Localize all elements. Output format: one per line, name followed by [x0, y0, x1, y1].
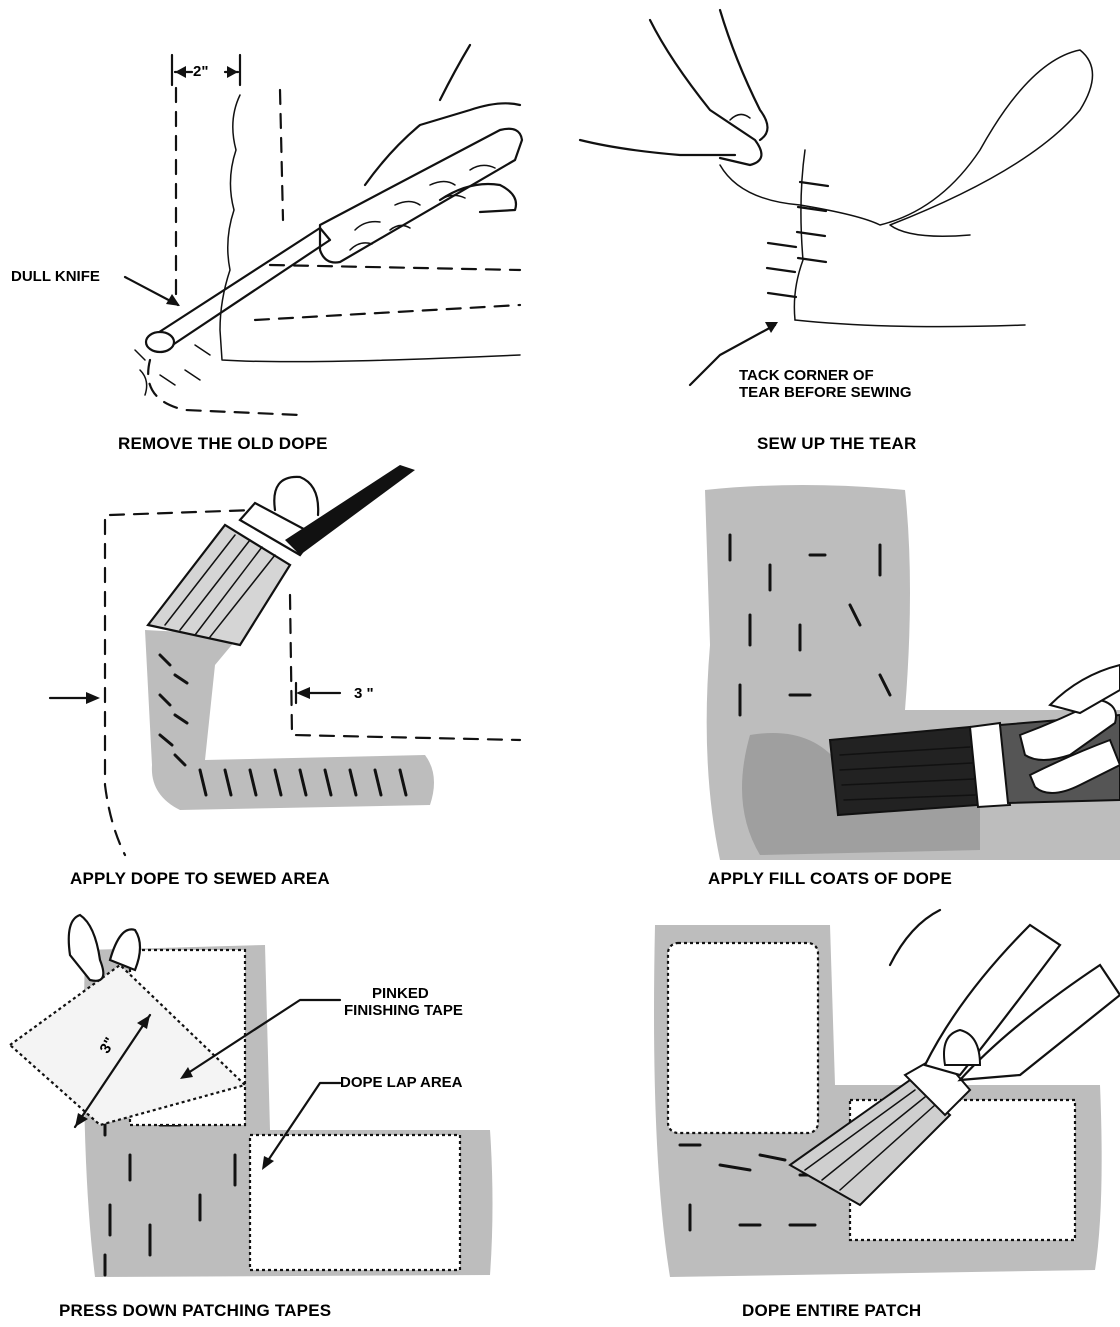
caption-apply-dope-sewed: APPLY DOPE TO SEWED AREA [70, 869, 330, 889]
caption-apply-fill-coats: APPLY FILL COATS OF DOPE [708, 869, 952, 889]
caption-press-down-tapes: PRESS DOWN PATCHING TAPES [59, 1301, 331, 1321]
dimension-label-3in: 3 " [354, 685, 374, 702]
panel-dope-entire-patch: DOPE ENTIRE PATCH [560, 905, 1120, 1327]
pinked-tape-label-1: PINKED [372, 985, 429, 1002]
panel-remove-old-dope: 2" DULL KNIFE REMOVE THE OLD DOPE [0, 0, 560, 465]
dope-lap-label: DOPE LAP AREA [340, 1074, 463, 1091]
press-tapes-illustration [0, 905, 560, 1327]
caption-remove-old-dope: REMOVE THE OLD DOPE [118, 434, 328, 454]
fill-coats-illustration [560, 465, 1120, 905]
panel-sew-up-tear: TACK CORNER OF TEAR BEFORE SEWING SEW UP… [560, 0, 1120, 465]
panel-apply-dope-sewed: 3 " APPLY DOPE TO SEWED AREA [0, 465, 560, 905]
panel-press-down-tapes: PINKED FINISHING TAPE DOPE LAP AREA 3" P… [0, 905, 560, 1327]
dull-knife-label: DULL KNIFE [11, 268, 100, 285]
tack-corner-label-1: TACK CORNER OF [739, 367, 874, 384]
pinked-tape-label-2: FINISHING TAPE [344, 1002, 463, 1019]
panel-apply-fill-coats: APPLY FILL COATS OF DOPE [560, 465, 1120, 905]
tack-corner-label-2: TEAR BEFORE SEWING [739, 384, 912, 401]
remove-dope-illustration [0, 0, 560, 465]
caption-sew-up-tear: SEW UP THE TEAR [757, 434, 916, 454]
caption-dope-entire-patch: DOPE ENTIRE PATCH [742, 1301, 921, 1321]
apply-dope-sewed-illustration [0, 465, 560, 905]
dimension-label-2in: 2" [193, 63, 208, 80]
dope-patch-illustration [560, 905, 1120, 1327]
